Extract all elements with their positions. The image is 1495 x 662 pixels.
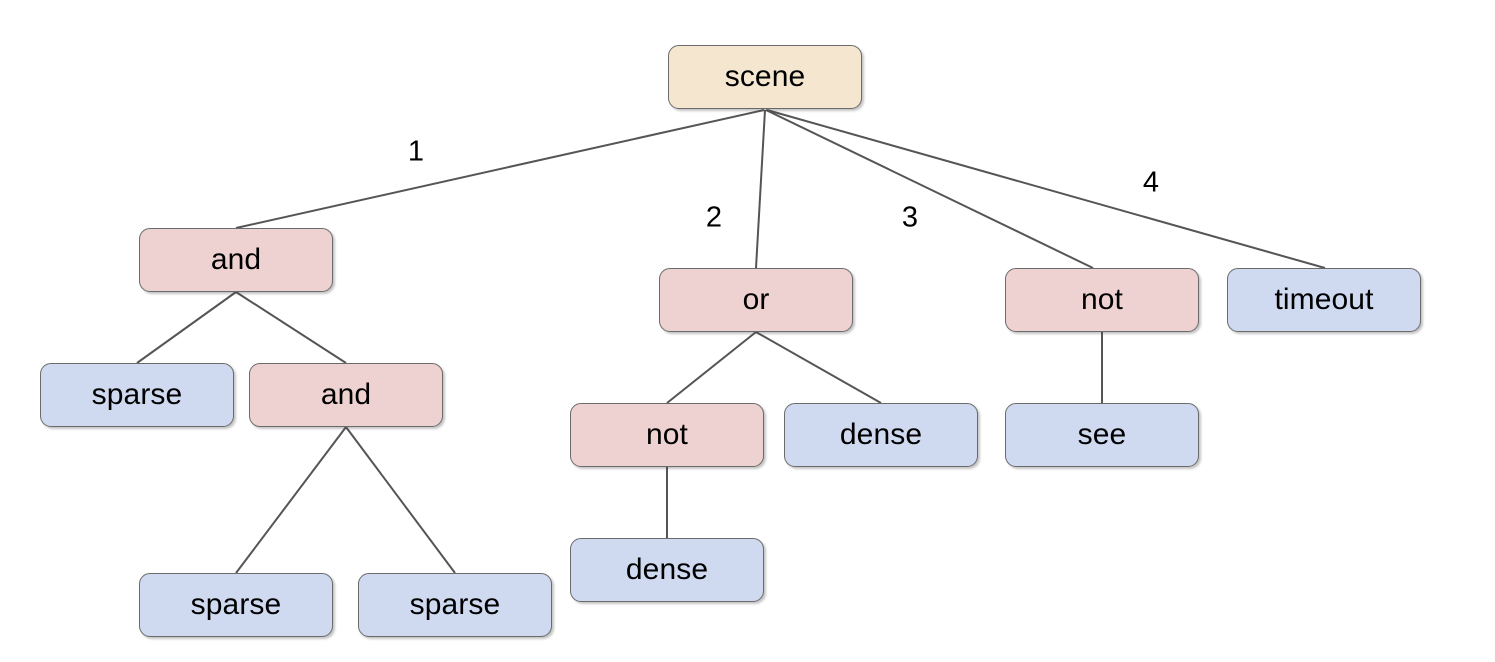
- tree-edge-scene-to-not1: [765, 109, 1094, 269]
- tree-node-label: and: [210, 243, 262, 276]
- edge-label-2: 2: [705, 201, 723, 234]
- edge-label-3: 3: [901, 201, 919, 234]
- tree-edge-and1-to-sparse1: [136, 291, 237, 364]
- tree-node-label: see: [1077, 418, 1127, 451]
- tree-node-label: not: [645, 418, 688, 451]
- tree-node-label: or: [742, 283, 770, 316]
- tree-node-label: dense: [625, 553, 709, 586]
- tree-edge-and2-to-sparse2: [235, 426, 347, 574]
- tree-node-dense2[interactable]: dense: [570, 538, 764, 602]
- tree-node-label: scene: [724, 60, 806, 93]
- tree-node-label: dense: [839, 418, 923, 451]
- tree-edge-and1-to-and2: [235, 291, 347, 364]
- tree-edge-scene-to-timeout1: [766, 109, 1326, 269]
- tree-edge-scene-to-or1: [755, 109, 766, 269]
- edge-label-1: 1: [407, 135, 425, 168]
- tree-node-label: sparse: [91, 378, 183, 411]
- tree-node-or1[interactable]: or: [659, 268, 853, 332]
- tree-node-and1[interactable]: and: [139, 228, 333, 292]
- tree-node-label: sparse: [409, 588, 501, 621]
- tree-node-label: sparse: [190, 588, 282, 621]
- tree-edge-or1-to-dense1: [755, 331, 882, 404]
- tree-node-sparse3[interactable]: sparse: [358, 573, 552, 637]
- tree-node-scene[interactable]: scene: [668, 45, 862, 109]
- tree-node-and2[interactable]: and: [249, 363, 443, 427]
- tree-node-timeout1[interactable]: timeout: [1227, 268, 1421, 332]
- tree-edge-and2-to-sparse3: [345, 426, 456, 574]
- tree-node-label: not: [1080, 283, 1123, 316]
- tree-node-sparse2[interactable]: sparse: [139, 573, 333, 637]
- tree-edge-or1-to-not2: [666, 331, 757, 404]
- tree-node-label: timeout: [1274, 283, 1374, 316]
- tree-node-see1[interactable]: see: [1005, 403, 1199, 467]
- tree-node-not1[interactable]: not: [1005, 268, 1199, 332]
- tree-node-not2[interactable]: not: [570, 403, 764, 467]
- edge-label-4: 4: [1142, 166, 1160, 199]
- tree-node-dense1[interactable]: dense: [784, 403, 978, 467]
- tree-node-sparse1[interactable]: sparse: [40, 363, 234, 427]
- tree-node-label: and: [320, 378, 372, 411]
- tree-edge-scene-to-and1: [235, 109, 765, 229]
